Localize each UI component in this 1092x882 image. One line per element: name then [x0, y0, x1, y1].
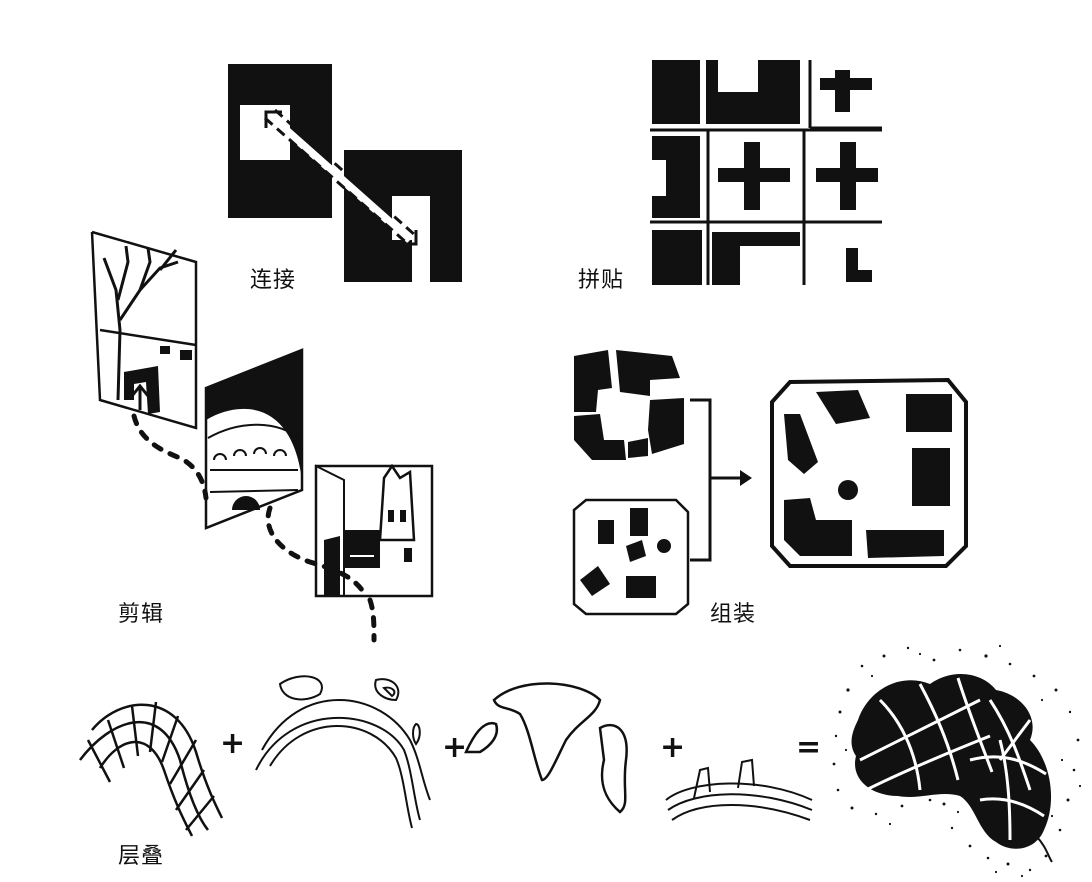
- connect-label: 连接: [250, 268, 297, 293]
- montage-label: 剪辑: [118, 602, 165, 627]
- plus-operator-1: +: [220, 726, 246, 761]
- connect-block-left: [228, 64, 332, 218]
- connect-figure: [228, 64, 462, 282]
- equals-operator: =: [796, 730, 822, 765]
- montage-figure: [90, 230, 434, 643]
- overlay-figure: [79, 675, 813, 837]
- assemble-figure: [572, 350, 968, 616]
- overlay-result: [832, 644, 1082, 878]
- connect-dashed-arrow: [264, 108, 418, 246]
- plus-operator-2: +: [442, 730, 468, 765]
- overlay-label: 层叠: [118, 844, 165, 869]
- connect-block-right: [344, 150, 462, 282]
- collage-label: 拼贴: [578, 268, 625, 293]
- collage-figure: [650, 60, 882, 285]
- plus-operator-3: +: [660, 730, 686, 765]
- assemble-label: 组装: [710, 602, 757, 627]
